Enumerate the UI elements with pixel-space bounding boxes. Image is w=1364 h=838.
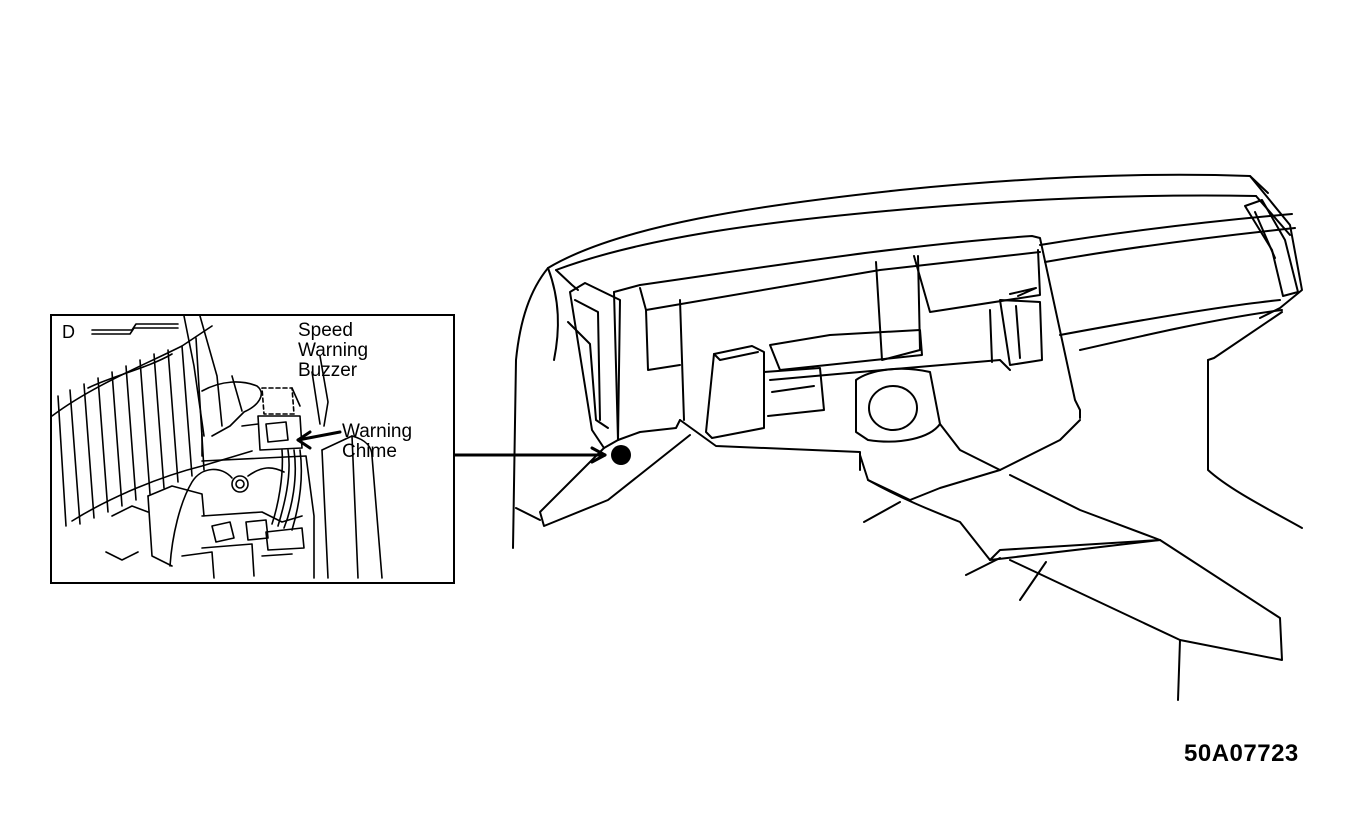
buzzer-label-line: Warning xyxy=(298,340,369,361)
inset-detail: D Speed Warning Buzzer Warning Chime xyxy=(50,314,455,584)
inset-illustration xyxy=(52,316,383,579)
warning-chime-label: Warning Chime xyxy=(342,422,412,462)
chime-label-line: Chime xyxy=(342,441,397,462)
chime-label-line: Warning xyxy=(342,421,413,442)
buzzer-label-line: Speed xyxy=(298,320,353,341)
figure-id: 50A07723 xyxy=(1184,740,1299,767)
buzzer-label-line: Buzzer xyxy=(298,360,358,381)
speed-warning-buzzer-label: Speed Warning Buzzer xyxy=(298,321,368,381)
inset-view-letter: D xyxy=(62,322,75,342)
